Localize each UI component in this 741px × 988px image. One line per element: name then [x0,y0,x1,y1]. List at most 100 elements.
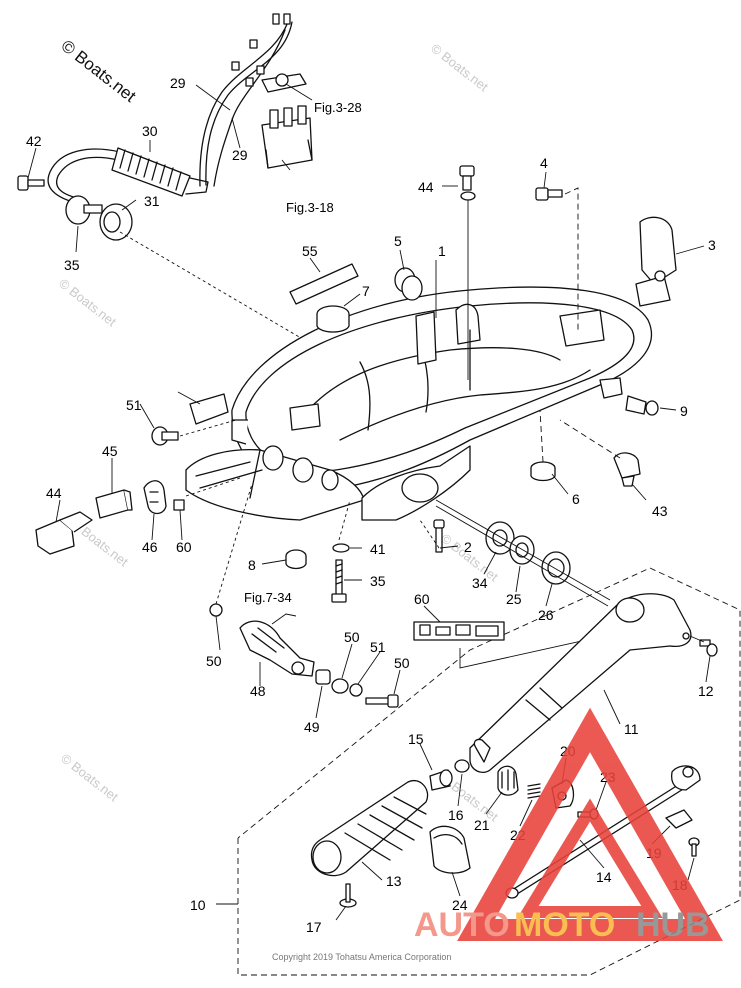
leader-51 [179,419,237,437]
washer-16 [454,759,470,773]
grommet-5 [394,267,423,301]
automotohub-logo: AUTO MOTO HUB [414,707,723,944]
callout-10: 10 [190,897,206,913]
callout-51: 51 [126,397,142,413]
washer-50-upper [209,603,223,617]
callout-49: 50 [394,655,410,671]
bolt-49 [365,694,399,708]
pin-15 [429,769,453,791]
bolt-4 [535,187,563,201]
callout-48: 50 [344,629,360,645]
grommet-45 [143,480,167,515]
callout-17: 17 [306,919,322,935]
watermark-repeat: © Boats.net [58,751,121,805]
throttle-shaft-line [435,499,611,607]
grommet-6 [530,461,556,482]
callout-5: 5 [394,233,402,249]
callout-29: 34 [472,575,488,591]
callout-21: 21 [474,817,490,833]
washer-35 [332,543,350,553]
callout-28: 30 [142,123,158,139]
callout-9: 9 [680,403,688,419]
callout-24: 24 [452,897,468,913]
label-60 [413,621,505,641]
bolt-2 [433,519,445,553]
callout-53: 60 [176,539,192,555]
leader-6 [539,409,544,463]
callout-31: 42 [26,133,42,149]
washer-50-lower [349,683,363,697]
callout-60: 60 [414,591,430,607]
sleeve-24 [429,825,471,874]
grommet-8 [285,549,307,570]
callout-1: 1 [438,243,446,259]
leader-34 [338,499,351,541]
callout-8: 8 [248,557,256,573]
bolt-51 [151,426,179,446]
leader-29-to-cowl [119,231,331,356]
callout-27: 29 [170,75,186,91]
leader-4 [564,187,579,330]
plate-55 [189,393,229,425]
bolt-9 [625,395,659,416]
collar-47 [315,669,331,685]
callout-2: 2 [464,539,472,555]
watermark-repeat: © Boats.net [428,41,491,95]
screw-17 [339,883,357,908]
throttle-grip-13 [310,779,429,877]
wiring-cables-27 [199,13,293,187]
callout-27: 29 [232,147,248,163]
fig-7-34-ref: Fig.7-34 [244,590,292,605]
washer-53 [173,499,185,511]
callout-30: 35 [64,257,80,273]
washer-48 [331,678,349,694]
leader-50 [215,483,253,605]
callout-12: 12 [698,683,714,699]
copyright-notice: Copyright 2019 Tohatsu America Corporati… [272,952,451,962]
callout-34: 35 [370,573,386,589]
plug-43 [35,511,93,555]
callout-50: 51 [370,639,386,655]
bolt-31 [17,175,45,191]
leader-12 [689,635,705,643]
callout-29: 31 [144,193,160,209]
callout-16: 16 [448,807,464,823]
fig-3-28-ref: Fig.3-28 [314,100,362,115]
callout-numbers: 29 29 30 42 31 35 Fig.3-28 Fig.3-18 1 5 … [26,75,716,935]
connector-44 [95,489,133,519]
fig-7-34-arrow [271,613,297,625]
bottom-cowl-1 [185,286,653,521]
logo-text-auto: AUTO [414,906,510,944]
callout-26: 26 [538,607,554,623]
watermark-main: © Boats.net [58,36,140,106]
callout-13: 13 [386,873,402,889]
washer-26 [541,551,571,585]
switch-block-fig-3-18 [261,105,313,169]
callout-47: 49 [304,719,320,735]
callout-44: 45 [102,443,118,459]
bolt-34 [331,559,347,603]
screw-18 [688,837,700,857]
callout-3: 3 [708,237,716,253]
callout-52: 55 [302,243,318,259]
callout-15: 15 [408,731,424,747]
knob-41 [613,452,641,487]
wire-harness-28 [47,147,209,206]
washer-30 [65,195,103,225]
starter-switch-fig-3-28 [261,73,307,93]
callout-4: 4 [540,155,548,171]
callout-46: 48 [250,683,266,699]
callout-14: 14 [596,869,612,885]
washer-25 [509,535,535,565]
callout-35: 41 [370,541,386,557]
logo-triangle-inner [517,798,663,918]
bolt-42 [459,165,476,201]
logo-text-moto: MOTO [514,906,615,944]
callout-25: 25 [506,591,522,607]
clip-19 [665,809,693,829]
callout-43: 44 [46,485,62,501]
bracket-46 [239,620,315,677]
spring-22 [527,783,541,799]
callout-7: 7 [362,283,370,299]
